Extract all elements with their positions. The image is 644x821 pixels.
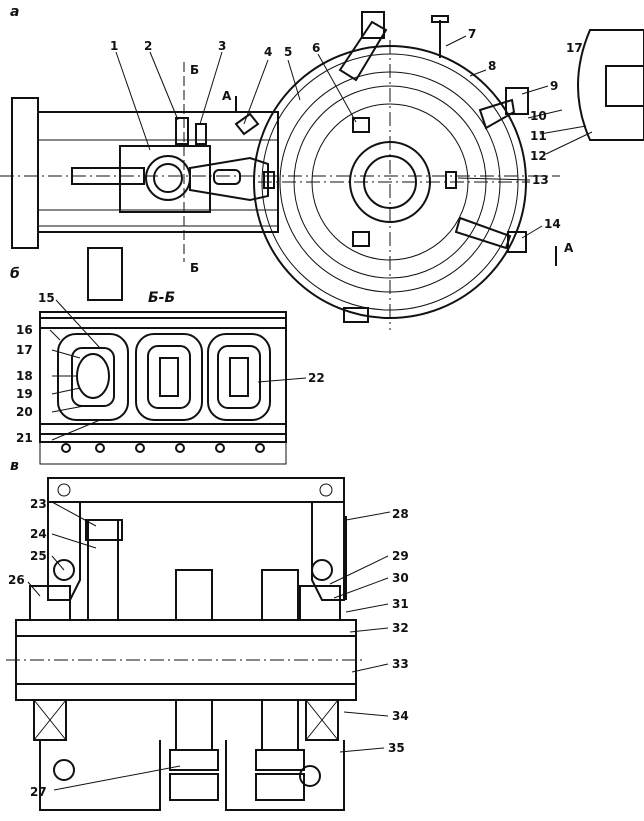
callout: 4 <box>264 45 272 59</box>
flange-1 <box>87 519 119 621</box>
crosshead-body <box>119 145 211 213</box>
top-plate <box>47 477 345 503</box>
detail-17 <box>577 29 644 141</box>
callout: 6 <box>312 41 320 55</box>
crosshead-ball <box>145 155 191 201</box>
callout: 19 <box>16 387 33 401</box>
callout: 22 <box>308 371 325 385</box>
panel-c <box>6 477 366 811</box>
callout: 31 <box>392 597 409 611</box>
callout: 11 <box>530 129 547 143</box>
callout: 27 <box>30 785 47 799</box>
callouts: 1 2 3 4 5 6 7 8 9 10 11 12 13 14 15 16 1… <box>8 27 583 799</box>
left-flange <box>11 97 39 249</box>
callout: 7 <box>468 27 476 41</box>
panel-label-b: б <box>10 266 20 282</box>
lower-leg <box>87 247 123 301</box>
callout: 35 <box>388 741 405 755</box>
callout: 14 <box>544 217 561 231</box>
callout: 13 <box>532 173 549 187</box>
callout: 28 <box>392 507 409 521</box>
section-housing <box>39 311 287 443</box>
callout: 21 <box>16 431 33 445</box>
connecting-link <box>189 156 269 202</box>
callout: 15 <box>38 291 55 305</box>
callout: 16 <box>16 323 33 337</box>
callout: 18 <box>16 369 33 383</box>
callout: 9 <box>550 79 558 93</box>
cut-mark-a-top: А <box>222 89 232 103</box>
callout: 23 <box>30 497 47 511</box>
callout: 1 <box>110 39 118 53</box>
callout: 5 <box>284 45 292 59</box>
callout: 33 <box>392 657 409 671</box>
callout: 17 <box>566 41 583 55</box>
callout: 29 <box>392 549 409 563</box>
cut-mark-a-bottom: А <box>564 241 574 255</box>
callout: 2 <box>144 39 152 53</box>
section-title: Б-Б <box>148 290 175 306</box>
panel-labels: а б в Б-Б <box>10 4 175 474</box>
cut-mark-b-top: Б <box>190 63 199 77</box>
callout: 34 <box>392 709 409 723</box>
bearing-right <box>305 699 339 741</box>
leader-lines <box>27 35 593 791</box>
panel-b <box>39 311 287 465</box>
housing-frame <box>37 111 279 233</box>
panel-label-c: в <box>10 458 19 474</box>
callout: 8 <box>488 59 496 73</box>
panel-label-a: а <box>10 4 19 20</box>
panel-a <box>0 11 644 330</box>
callout: 20 <box>16 405 33 419</box>
callout: 30 <box>392 571 409 585</box>
callout: 17 <box>16 343 33 357</box>
bearing-left <box>33 699 67 741</box>
callout: 24 <box>30 527 47 541</box>
cut-marks: Б Б А А <box>190 63 574 275</box>
callout: 26 <box>8 573 25 587</box>
cut-mark-b-bottom: Б <box>190 261 199 275</box>
callout: 3 <box>218 39 226 53</box>
section-cells <box>57 333 271 421</box>
callout: 32 <box>392 621 409 635</box>
callout: 10 <box>530 109 547 123</box>
callout: 25 <box>30 549 47 563</box>
callout: 12 <box>530 149 547 163</box>
